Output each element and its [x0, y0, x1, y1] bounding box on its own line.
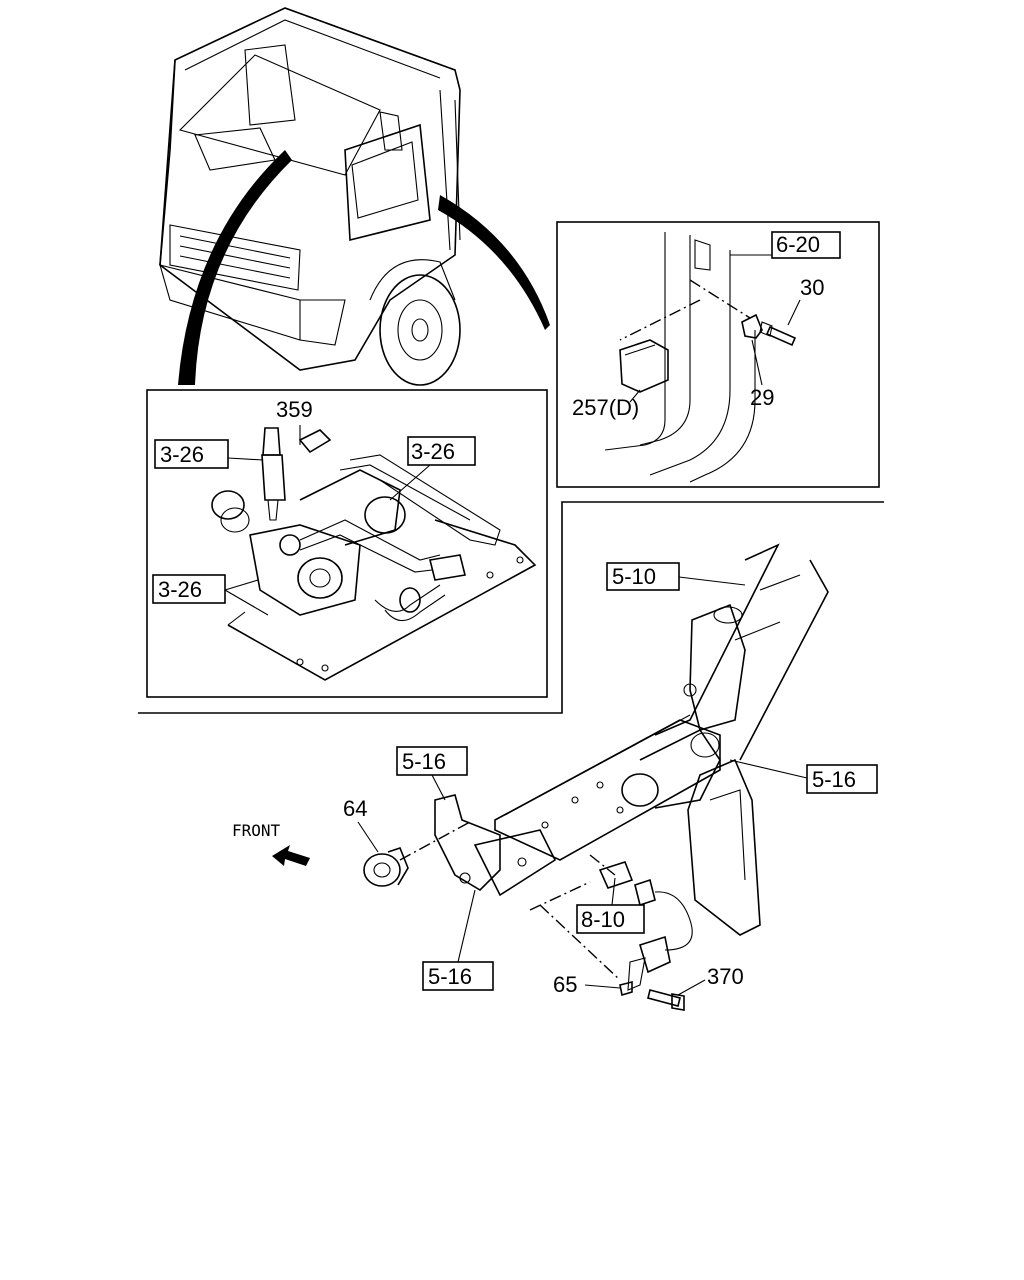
frame-assembly-drawing [363, 543, 829, 1011]
callout-29: 29 [750, 385, 774, 410]
callout-65: 65 [553, 972, 577, 997]
callout-5-16-b: 5-16 [402, 749, 446, 774]
detail-box-abs [146, 389, 548, 698]
callout-5-16-a: 5-16 [812, 767, 856, 792]
front-label: FRONT [232, 821, 281, 840]
leader-arc-left [178, 150, 292, 385]
separator-line [138, 501, 884, 714]
callout-3-26-a: 3-26 [160, 442, 204, 467]
callout-5-16-c: 5-16 [428, 964, 472, 989]
leader-arc-right [438, 195, 550, 330]
callout-3-26-c: 3-26 [158, 577, 202, 602]
truck-cab-drawing [159, 7, 461, 386]
callout-5-10: 5-10 [612, 564, 656, 589]
front-arrow-icon [272, 845, 310, 866]
callout-257d: 257(D) [572, 395, 639, 420]
callout-359: 359 [276, 397, 313, 422]
door-frame-drawing [604, 232, 797, 483]
callout-64: 64 [343, 796, 367, 821]
callout-3-26-b: 3-26 [411, 439, 455, 464]
abs-modulator-drawing [211, 427, 537, 681]
callout-6-20: 6-20 [776, 232, 820, 257]
callout-370: 370 [707, 964, 744, 989]
callout-30: 30 [800, 275, 824, 300]
detail-box-door [556, 221, 880, 488]
callout-8-10: 8-10 [581, 907, 625, 932]
